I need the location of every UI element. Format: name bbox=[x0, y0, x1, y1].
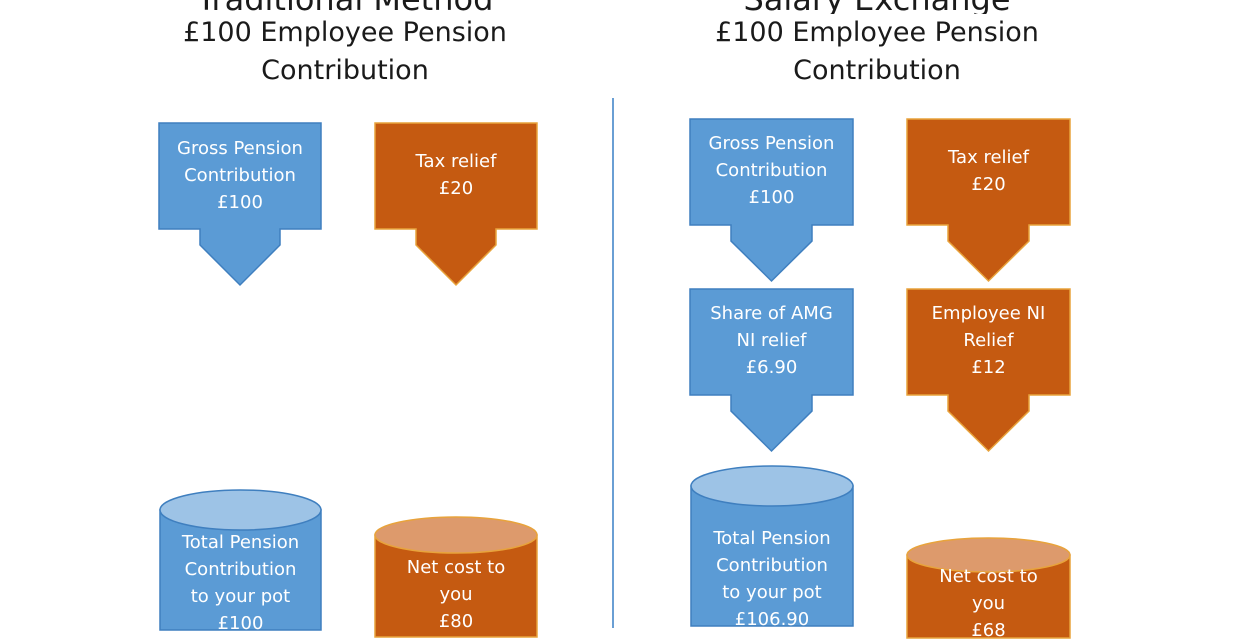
right-gross-line2: Contribution bbox=[715, 160, 828, 181]
left-gross-contribution-arrow: Gross Pension Contribution £100 bbox=[158, 122, 322, 287]
right-tax-line1: Tax relief bbox=[948, 147, 1029, 168]
left-total-line1: Total Pension bbox=[181, 532, 300, 553]
left-gross-line1: Gross Pension bbox=[177, 138, 303, 159]
left-heading: Traditional Method £100 Employee Pension… bbox=[140, 0, 550, 90]
left-title-clipped: Traditional Method bbox=[140, 0, 550, 14]
right-subtitle-line2: Contribution bbox=[793, 55, 961, 86]
right-tax-line2: £20 bbox=[971, 174, 1006, 195]
left-tax-line2: £20 bbox=[438, 178, 474, 199]
right-share-line3: £6.90 bbox=[745, 357, 798, 378]
left-subtitle-line2: Contribution bbox=[261, 55, 429, 86]
right-ni-line3: £12 bbox=[971, 357, 1006, 378]
right-total-text: Total Pension Contribution to your pot £… bbox=[691, 525, 853, 633]
left-subtitle-line1: £100 Employee Pension bbox=[183, 17, 507, 48]
left-tax-relief-arrow: Tax relief £20 bbox=[374, 122, 538, 287]
left-total-line3: to your pot bbox=[190, 586, 291, 607]
right-total-pension-cylinder: Total Pension Contribution to your pot £… bbox=[690, 465, 854, 630]
right-title: Salary Exchange bbox=[743, 0, 1010, 14]
left-gross-arrow-shape bbox=[158, 122, 322, 287]
right-ni-text: Employee NI Relief £12 bbox=[907, 300, 1070, 381]
right-net-line2: you bbox=[971, 593, 1006, 614]
right-share-line2: NI relief bbox=[736, 330, 807, 351]
right-employee-ni-relief-arrow: Employee NI Relief £12 bbox=[906, 288, 1071, 453]
right-total-line2: Contribution bbox=[716, 555, 828, 576]
right-tax-arrow-shape bbox=[906, 118, 1071, 283]
right-ni-line1: Employee NI bbox=[931, 303, 1046, 324]
left-net-text: Net cost to you £80 bbox=[375, 554, 537, 635]
left-total-cylinder-shape bbox=[159, 489, 322, 631]
left-gross-text: Gross Pension Contribution £100 bbox=[159, 135, 321, 216]
right-gross-arrow-shape bbox=[689, 118, 854, 283]
right-gross-line1: Gross Pension bbox=[708, 133, 835, 154]
right-share-ni-relief-arrow: Share of AMG NI relief £6.90 bbox=[689, 288, 854, 453]
left-total-text: Total Pension Contribution to your pot £… bbox=[160, 529, 321, 637]
left-net-line1: Net cost to bbox=[406, 557, 506, 578]
right-total-line3: to your pot bbox=[722, 582, 822, 603]
left-total-line4: £100 bbox=[217, 613, 264, 634]
left-net-cost-cylinder: Net cost to you £80 bbox=[374, 516, 538, 638]
right-share-text: Share of AMG NI relief £6.90 bbox=[690, 300, 853, 381]
left-tax-line1: Tax relief bbox=[415, 151, 497, 172]
right-net-cylinder-shape bbox=[906, 537, 1071, 639]
right-total-line1: Total Pension bbox=[713, 528, 831, 549]
left-gross-line3: £100 bbox=[217, 192, 263, 213]
left-net-cylinder-shape bbox=[374, 516, 538, 638]
right-subtitle-line1: £100 Employee Pension bbox=[715, 17, 1039, 48]
right-total-cylinder-shape bbox=[690, 465, 854, 627]
right-gross-line3: £100 bbox=[748, 187, 795, 208]
right-tax-relief-arrow: Tax relief £20 bbox=[906, 118, 1071, 283]
column-divider bbox=[612, 98, 614, 628]
right-ni-line2: Relief bbox=[963, 330, 1014, 351]
left-gross-line2: Contribution bbox=[184, 165, 296, 186]
left-title: Traditional Method bbox=[197, 0, 494, 14]
right-gross-text: Gross Pension Contribution £100 bbox=[690, 130, 853, 211]
right-net-line1: Net cost to bbox=[939, 566, 1038, 587]
right-tax-text: Tax relief £20 bbox=[907, 144, 1070, 198]
right-gross-contribution-arrow: Gross Pension Contribution £100 bbox=[689, 118, 854, 283]
right-net-cost-cylinder: Net cost to you £68 bbox=[906, 537, 1071, 641]
right-share-line1: Share of AMG bbox=[710, 303, 833, 324]
left-tax-arrow-shape bbox=[374, 122, 538, 287]
right-ni-arrow-shape bbox=[906, 288, 1071, 453]
right-net-text: Net cost to you £68 bbox=[907, 563, 1070, 644]
right-net-line3: £68 bbox=[971, 620, 1006, 641]
left-total-pension-cylinder: Total Pension Contribution to your pot £… bbox=[159, 489, 322, 634]
right-heading: Salary Exchange £100 Employee Pension Co… bbox=[672, 0, 1082, 90]
left-total-line2: Contribution bbox=[184, 559, 297, 580]
left-tax-text: Tax relief £20 bbox=[375, 148, 537, 202]
right-share-arrow-shape bbox=[689, 288, 854, 453]
left-net-line2: you bbox=[439, 584, 473, 605]
left-net-line3: £80 bbox=[438, 611, 474, 632]
right-title-clipped: Salary Exchange bbox=[672, 0, 1082, 14]
